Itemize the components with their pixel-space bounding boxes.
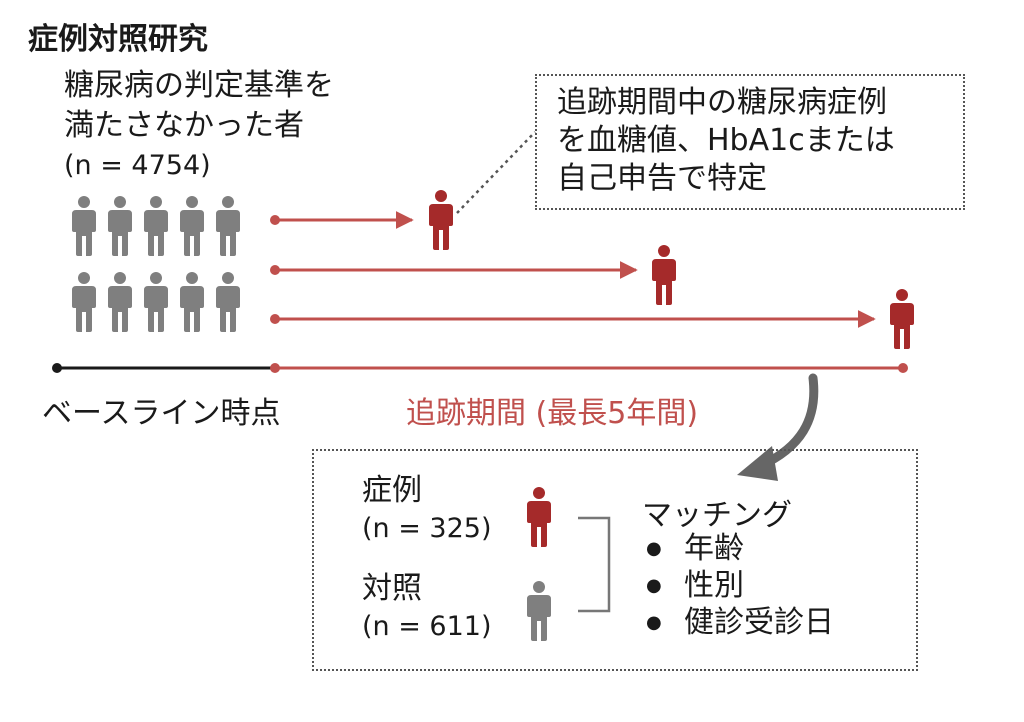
person-icon — [144, 196, 168, 256]
followup-start-dot — [270, 363, 280, 373]
control-count: (n = 611) — [362, 611, 492, 642]
cohort-count: (n = 4754) — [64, 150, 211, 181]
population-icons — [72, 196, 240, 332]
case-definition-callout — [535, 74, 965, 210]
person-icon — [890, 289, 914, 349]
case-label: 症例 — [362, 473, 422, 508]
criterion-item: 性別 — [646, 567, 834, 604]
person-icon — [216, 196, 240, 256]
followup-end-dot — [898, 363, 908, 373]
criterion-item: 年齢 — [646, 530, 834, 567]
matching-title: マッチング — [642, 498, 792, 533]
person-icon — [108, 196, 132, 256]
person-icon — [216, 272, 240, 332]
person-icon — [72, 272, 96, 332]
curved-arrow-head — [737, 446, 778, 481]
cohort-description: 糖尿病の判定基準を 満たさなかった者 (n = 4754) — [64, 66, 334, 186]
page-title: 症例対照研究 — [28, 22, 208, 57]
baseline-start-dot — [52, 363, 62, 373]
baseline-label: ベースライン時点 — [42, 396, 281, 431]
cohort-line-2: 満たさなかった者 — [64, 108, 304, 143]
person-icon — [429, 190, 453, 250]
person-icon — [144, 272, 168, 332]
followup-label: 追跡期間 (最長5年間) — [406, 396, 699, 431]
person-icon — [652, 245, 676, 305]
person-icon — [180, 196, 204, 256]
control-label: 対照 — [362, 571, 422, 606]
matching-bracket — [578, 516, 611, 613]
person-icon — [180, 272, 204, 332]
case-definition-text: 追跡期間中の糖尿病症例 を血糖値、HbA1cまたは 自己申告で特定 — [557, 84, 895, 198]
callout-connector — [456, 131, 536, 214]
case-group: 症例 (n = 325) — [362, 472, 492, 548]
matching-criteria: 年齢 性別 健診受診日 — [646, 530, 834, 641]
followup-arrows — [270, 211, 876, 328]
case-count: (n = 325) — [362, 513, 492, 544]
callout-line-1: 追跡期間中の糖尿病症例 — [557, 85, 887, 120]
criterion-item: 健診受診日 — [646, 604, 834, 641]
cohort-line-1: 糖尿病の判定基準を — [64, 68, 334, 103]
control-group: 対照 (n = 611) — [362, 570, 492, 646]
callout-line-2: を血糖値、HbA1cまたは — [557, 123, 895, 158]
person-icon — [72, 196, 96, 256]
callout-line-3: 自己申告で特定 — [557, 161, 767, 196]
matching-box — [312, 449, 918, 671]
person-icon — [108, 272, 132, 332]
